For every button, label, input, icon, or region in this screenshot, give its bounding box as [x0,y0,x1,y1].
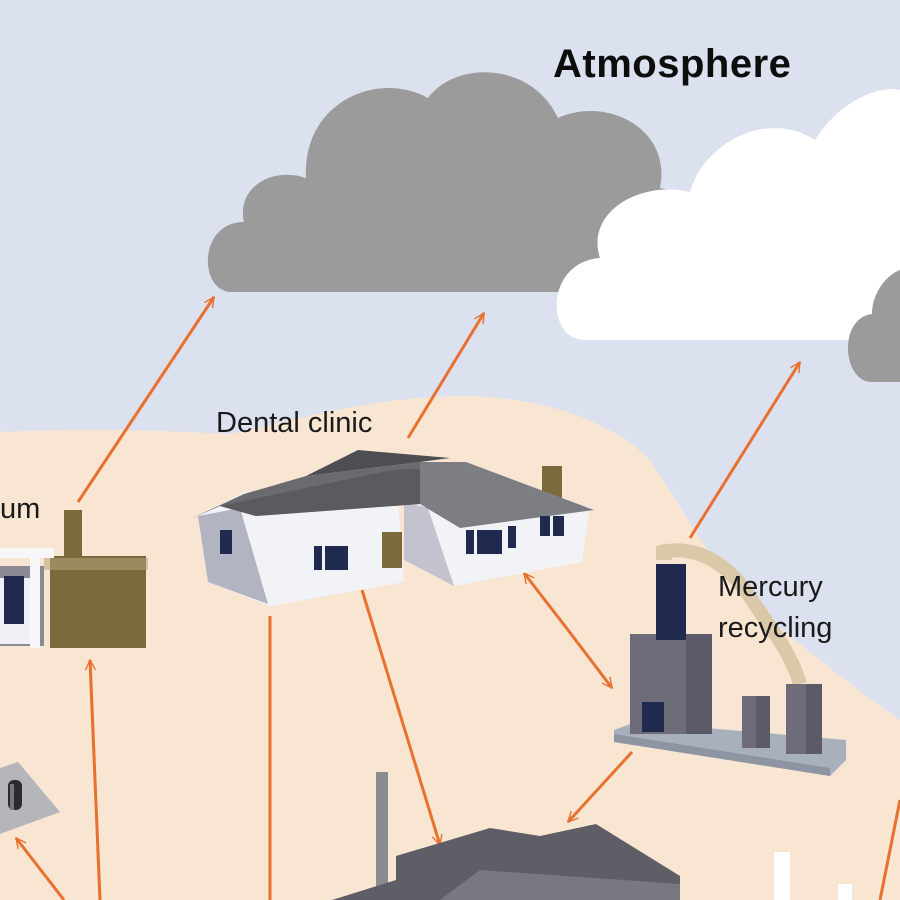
arrow-bottom-left [14,838,66,900]
left-building-icon [0,510,148,648]
mercury-label-line1: Mercury [718,571,823,603]
bottom-factory-icon [332,772,852,900]
white-cloud-icon [556,89,900,340]
arrow-left-to-cloud [76,297,216,503]
left-lower-building-icon [0,762,60,834]
diagram-title: Atmosphere [553,42,792,86]
small-cloud-icon [847,270,900,382]
arrow-right-edge [878,799,900,900]
arrows [14,297,900,900]
arrow-recycling-down [566,750,634,822]
mercury-recycling-factory-icon [614,543,846,776]
arrow-dental-down [360,589,440,845]
mercury-recycling-label: Mercury recycling [718,567,832,649]
arrow-recycling-to-atmosphere [688,362,802,539]
mercury-label-line2: recycling [718,612,833,644]
arrow-up-to-left-building [90,660,102,900]
arrow-dental-to-atmosphere [406,313,486,439]
dental-clinic-house-icon [188,450,594,606]
arrow-dental-to-recycling-b [566,629,614,688]
dark-cloud-icon [207,72,699,293]
dental-clinic-label: Dental clinic [216,407,373,439]
arrow-dental-to-recycling-a [522,573,570,631]
left-building-label: um [0,493,41,525]
